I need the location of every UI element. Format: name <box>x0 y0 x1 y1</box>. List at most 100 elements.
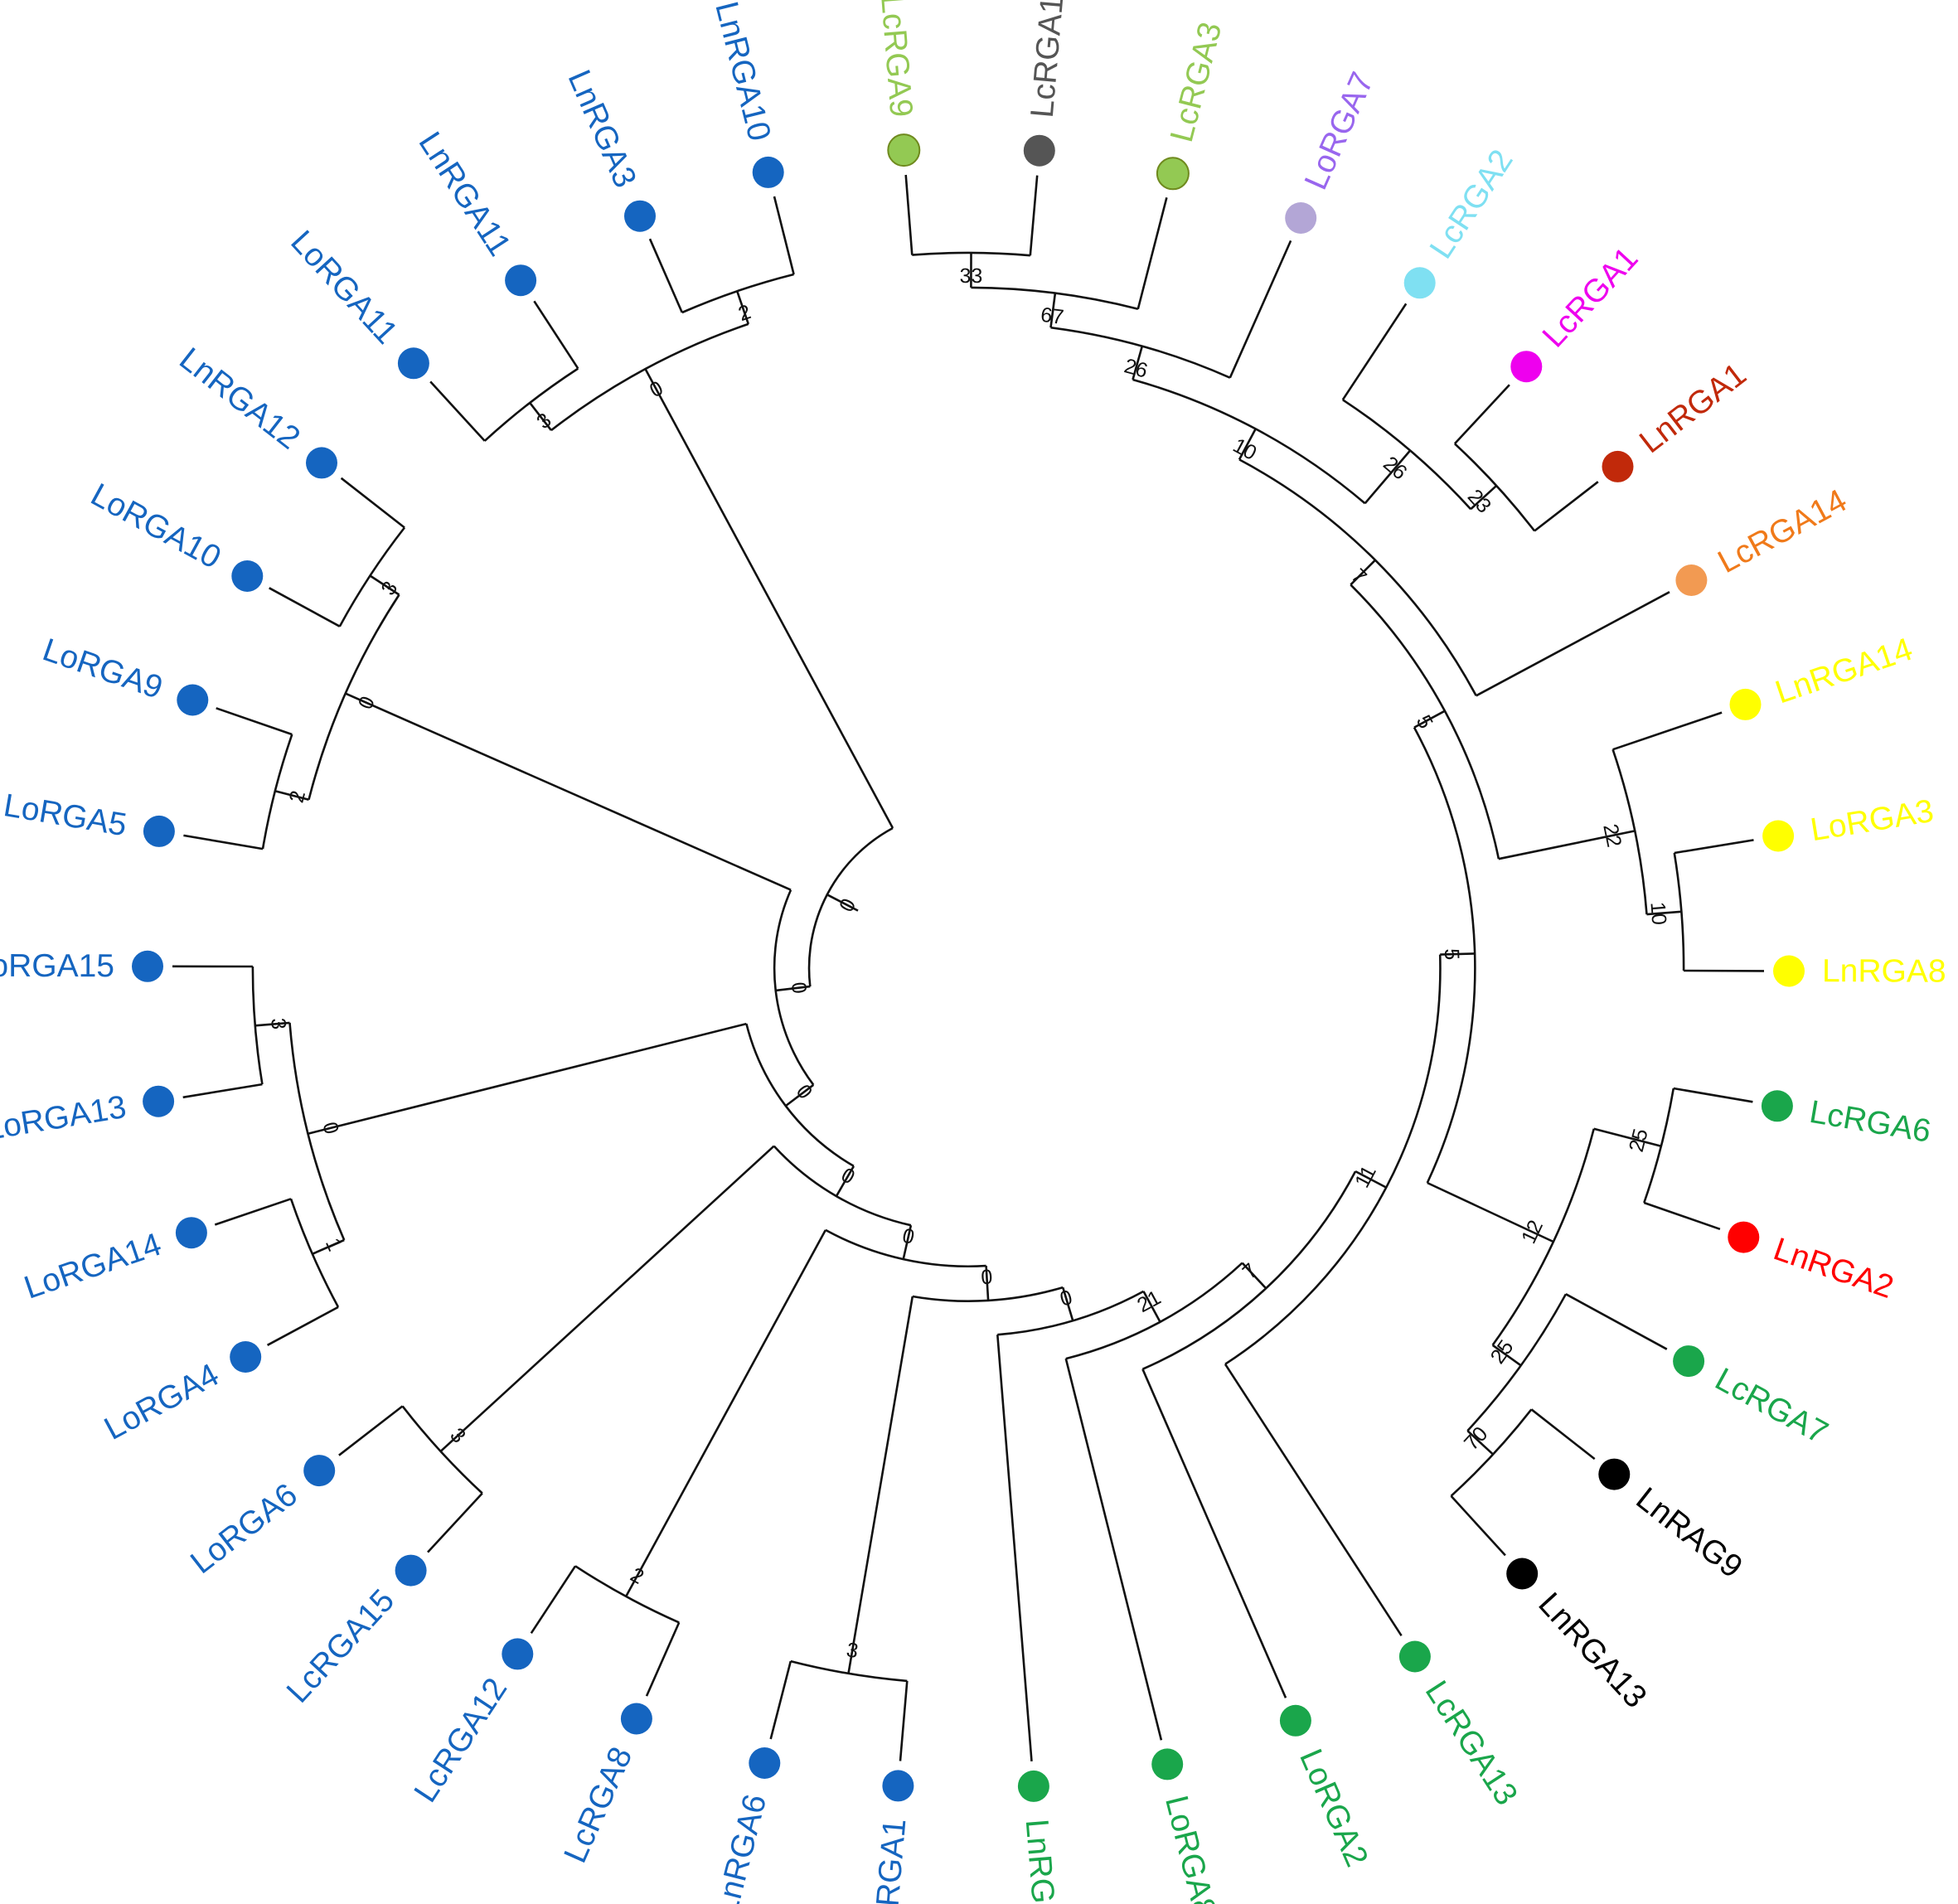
tree-arc <box>745 1023 855 1167</box>
leaf-label: LoRGA5 <box>1 787 129 843</box>
leaf-dot <box>752 156 784 188</box>
tree-branch <box>1673 1087 1753 1103</box>
tree-branch <box>775 985 811 992</box>
bootstrap-value: 5 <box>1412 711 1437 733</box>
bootstrap-value: 26 <box>1379 452 1411 484</box>
tree-branch <box>1413 710 1446 729</box>
tree-arc <box>401 1405 483 1495</box>
tree-branch <box>1534 481 1599 532</box>
tree-branch <box>769 1660 792 1740</box>
tree-branches <box>172 174 1765 1762</box>
tree-arc <box>1350 584 1500 860</box>
tree-branch <box>1450 1495 1506 1557</box>
leaf-label: LnRGA2 <box>1769 1231 1897 1306</box>
leaf-label: LnRAG9 <box>1630 1480 1749 1585</box>
tree-branch <box>985 1266 990 1301</box>
leaf-dot <box>1017 1770 1049 1802</box>
leaf-label: LcRGA12 <box>408 1672 515 1809</box>
tree-branch <box>644 368 894 829</box>
leaf-dot <box>231 560 264 592</box>
leaf-label: LnRGA3 <box>560 65 642 192</box>
leaf-dot <box>620 1703 652 1735</box>
tree-branch <box>214 1198 292 1226</box>
leaf-label: LcRGA6 <box>1807 1094 1934 1150</box>
bootstrap-value: 0 <box>837 1163 859 1189</box>
leaf-label: LoRGA11 <box>284 224 404 351</box>
leaf-label: LcRGA1 <box>1536 240 1645 354</box>
tree-branch <box>648 238 683 313</box>
bootstrap-value: 22 <box>1598 822 1626 850</box>
leaf-dot <box>143 815 175 847</box>
tree-branch <box>1224 1363 1403 1637</box>
tree-arc <box>574 1565 680 1624</box>
tree-arc <box>289 1198 340 1308</box>
leaf-label: LoRGA15 <box>0 948 114 984</box>
leaf-dot <box>306 447 337 479</box>
tree-branch <box>427 1492 483 1553</box>
tree-branch <box>182 1083 263 1099</box>
tree-branch <box>1593 1127 1662 1147</box>
tree-arc <box>261 734 293 850</box>
leaf-label: LnRGA13 <box>1531 1586 1653 1714</box>
tree-branch <box>1029 175 1039 256</box>
leaf-dot <box>175 1217 207 1249</box>
leaf-label: LcRGA8 <box>557 1742 639 1868</box>
bootstrap-value: 0 <box>1058 1286 1075 1311</box>
bootstrap-value: 0 <box>354 693 380 713</box>
bootstrap-value: 2 <box>627 1563 648 1589</box>
tree-branch <box>274 790 309 801</box>
tree-branch <box>269 587 341 627</box>
tree-branch <box>996 1335 1033 1762</box>
tree-branch <box>1341 303 1408 401</box>
tree-arc <box>997 1290 1145 1336</box>
leaf-label: LnRGA11 <box>411 126 517 263</box>
tree-branch <box>904 174 914 255</box>
leaf-label: LoRGA10 <box>85 477 226 576</box>
tree-branch <box>308 1022 747 1135</box>
tree-arc <box>681 273 794 314</box>
tree-arc <box>1224 954 1442 1365</box>
leaf-dot <box>1403 267 1436 299</box>
tree-branch <box>1061 1286 1074 1321</box>
leaf-label: LnRGA6 <box>708 1790 773 1904</box>
leaf-label: LcRGA2 <box>1423 143 1520 265</box>
tree-branch <box>735 290 750 325</box>
tree-branch <box>439 1145 775 1452</box>
tree-branch <box>1238 428 1257 461</box>
leaf-label: LoRGA14 <box>20 1227 166 1306</box>
bootstrap-value: 3 <box>266 1017 290 1030</box>
leaf-label: LcRGA7 <box>1709 1361 1834 1451</box>
tree-branch <box>773 196 795 275</box>
tree-arc <box>338 526 406 627</box>
tree-branch <box>1476 591 1670 697</box>
bootstrap-value: 10 <box>1645 901 1670 926</box>
leaf-label: LcRGA14 <box>1713 482 1853 580</box>
tree-branch <box>1141 1369 1287 1698</box>
tree-branch <box>625 1229 827 1597</box>
leaf-label: LnRGA8 <box>1822 953 1946 990</box>
tree-branch <box>899 1680 909 1761</box>
tree-branch <box>645 1621 681 1697</box>
tree-branch <box>1612 711 1723 751</box>
bootstrap-value: 25 <box>1625 1126 1653 1155</box>
leaf-dot <box>143 1085 175 1117</box>
tree-arc <box>773 1145 912 1227</box>
tree-arc <box>1065 1262 1243 1360</box>
leaf-dot <box>1151 1748 1184 1780</box>
tree-branch <box>1132 346 1144 380</box>
tree-branch <box>1643 1201 1721 1231</box>
leaf-label: LnRGA4 <box>1019 1818 1064 1904</box>
tree-branch <box>1355 1170 1387 1189</box>
tree-branch <box>1350 559 1376 586</box>
tree-branch <box>1466 1430 1494 1456</box>
bootstrap-value: 33 <box>959 264 982 288</box>
leaf-label: LoRGA6 <box>184 1477 304 1582</box>
leaf-dot <box>502 1638 534 1670</box>
tree-branch <box>1229 240 1292 379</box>
leaf-dot <box>505 264 537 297</box>
leaf-label: LcRGA15 <box>280 1582 401 1709</box>
tree-arc <box>1491 1128 1595 1346</box>
tree-arc <box>1643 1088 1675 1204</box>
leaf-dot <box>230 1341 262 1373</box>
tree-branch <box>345 692 792 891</box>
